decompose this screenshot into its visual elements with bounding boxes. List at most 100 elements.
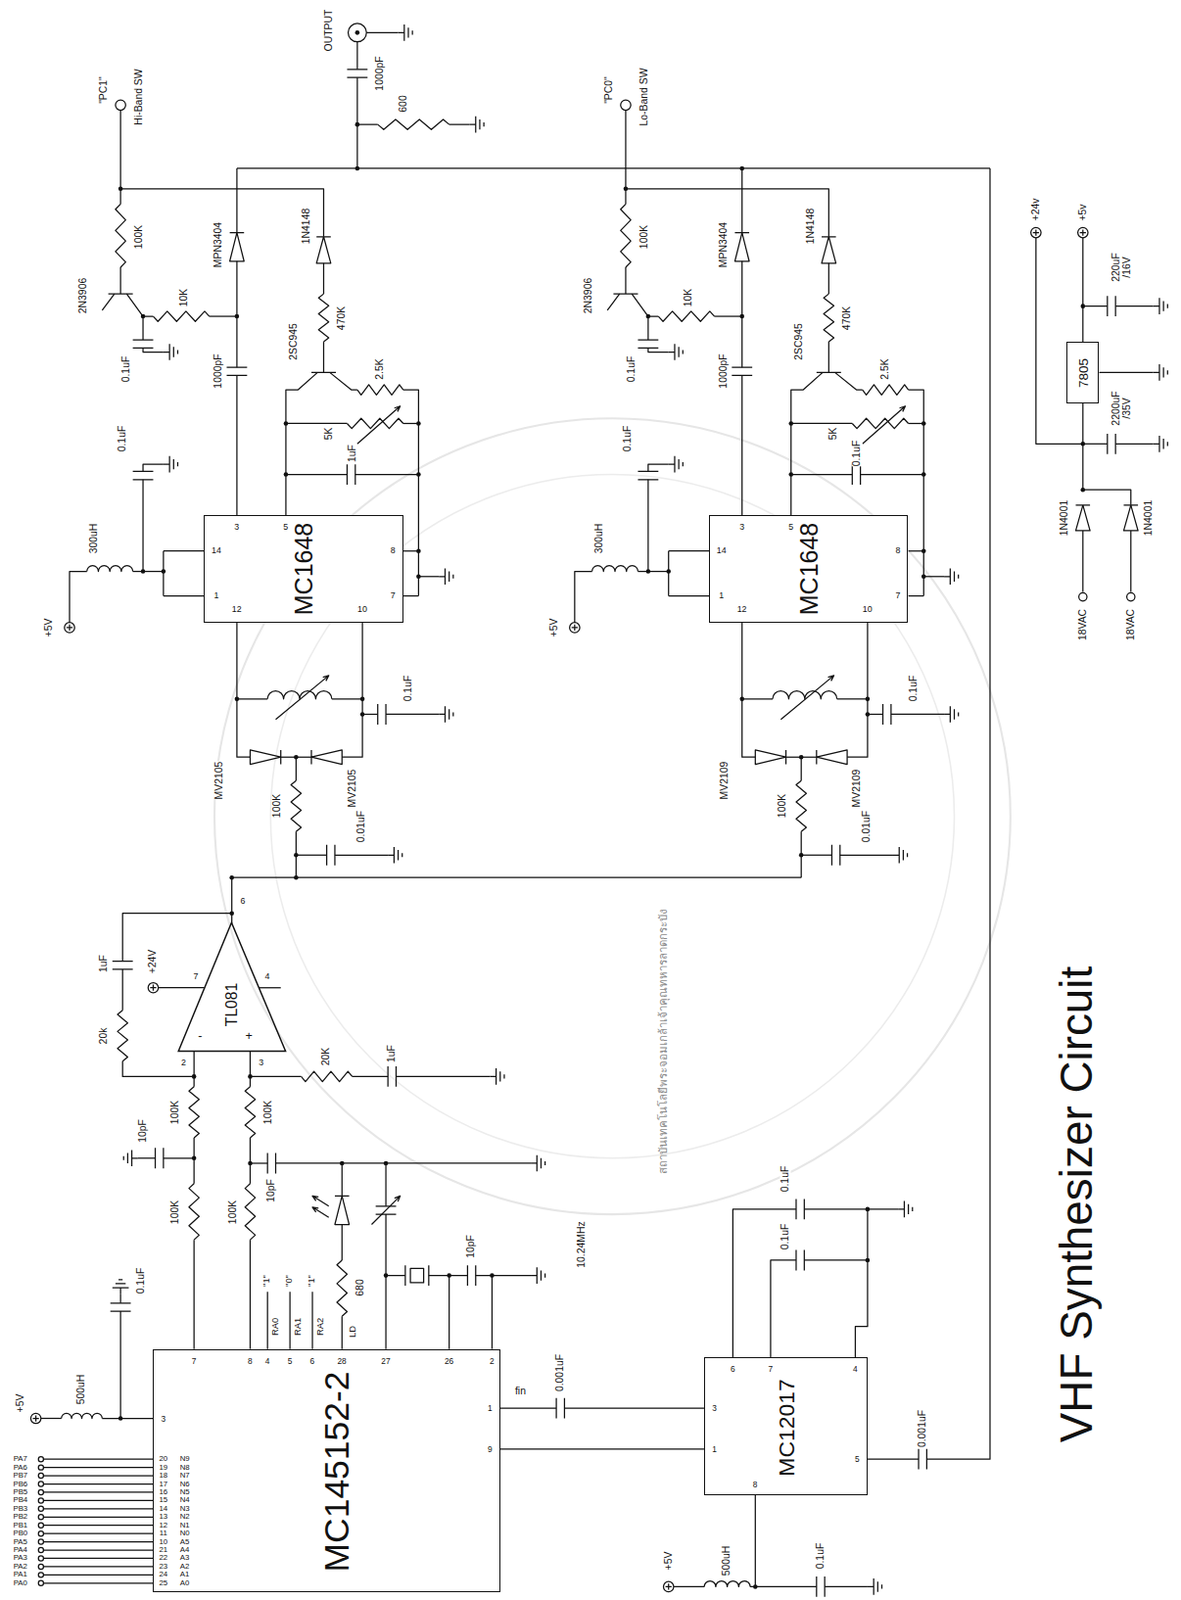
wire bbox=[44, 1574, 154, 1576]
power-terminal bbox=[1033, 229, 1040, 236]
wire bbox=[101, 293, 115, 311]
wire bbox=[44, 1582, 154, 1584]
component-label: 0.1uF bbox=[135, 1268, 146, 1295]
junction-dot bbox=[865, 711, 871, 717]
pin-label: 7 bbox=[767, 1365, 773, 1374]
pin-label: 6 bbox=[730, 1365, 736, 1374]
wire bbox=[1082, 530, 1084, 593]
component-label: 5K bbox=[323, 427, 334, 441]
component-label: 2N3906 bbox=[583, 278, 595, 314]
ground-symbol bbox=[470, 116, 485, 134]
wire bbox=[403, 550, 420, 552]
wire bbox=[193, 1050, 195, 1087]
component-label: +5V bbox=[662, 1552, 674, 1571]
diode-symbol bbox=[334, 1195, 350, 1225]
pin-label: 7 bbox=[193, 973, 199, 983]
component-label: 2200uF /35V bbox=[1111, 388, 1134, 428]
capacitor-symbol bbox=[637, 339, 659, 348]
ground-symbol bbox=[1153, 297, 1169, 315]
wire bbox=[142, 347, 164, 352]
wire bbox=[647, 316, 649, 340]
junction-dot bbox=[283, 421, 289, 426]
terminal bbox=[64, 622, 75, 633]
resistor-symbol bbox=[115, 203, 126, 268]
pin-label: 11 bbox=[159, 1529, 168, 1538]
resistor-symbol bbox=[377, 119, 450, 130]
pin-label: 18 bbox=[158, 1471, 168, 1480]
capacitor-symbol bbox=[816, 1576, 825, 1598]
capacitor-symbol bbox=[387, 1066, 396, 1087]
capacitor-symbol bbox=[1107, 295, 1116, 317]
wire bbox=[854, 1209, 868, 1358]
junction-dot bbox=[665, 568, 671, 574]
pin-label: 17 bbox=[158, 1479, 168, 1488]
power-terminal bbox=[32, 1415, 39, 1421]
wire bbox=[816, 372, 842, 374]
wire bbox=[101, 1417, 153, 1419]
pin-label: 14 bbox=[716, 546, 727, 556]
component-label: 2SC945 bbox=[793, 323, 804, 361]
wire bbox=[668, 550, 710, 552]
wire bbox=[341, 622, 363, 758]
junction-dot bbox=[383, 1161, 389, 1167]
wire bbox=[1082, 403, 1084, 491]
pin-label: 24 bbox=[158, 1570, 168, 1579]
pin-label: 8 bbox=[896, 546, 901, 556]
wire bbox=[276, 1162, 532, 1164]
component-label: OUTPUT bbox=[323, 9, 334, 52]
pin-label: PA3 bbox=[13, 1554, 28, 1562]
wire bbox=[750, 1586, 817, 1588]
wire bbox=[41, 1417, 62, 1419]
pin-label: N0 bbox=[180, 1529, 190, 1538]
wire bbox=[828, 341, 830, 373]
component-label: 680 bbox=[354, 1278, 366, 1296]
wire bbox=[249, 1162, 268, 1164]
pin-label: "0" bbox=[284, 1275, 295, 1287]
pin-label: 19 bbox=[158, 1464, 168, 1472]
component-label: 300uH bbox=[88, 523, 99, 555]
pin-label: 12 bbox=[232, 606, 242, 615]
varactor-symbol bbox=[755, 750, 786, 765]
junction-dot bbox=[161, 568, 167, 574]
pin-label: 4 bbox=[852, 1365, 858, 1374]
component-label: 1uF bbox=[98, 954, 110, 973]
inductor-symbol bbox=[592, 566, 639, 572]
wire bbox=[355, 473, 420, 475]
terminal bbox=[38, 1556, 44, 1561]
wire bbox=[500, 1407, 557, 1409]
wire bbox=[44, 1558, 154, 1559]
pin-label: N1 bbox=[180, 1521, 190, 1530]
wire bbox=[108, 292, 134, 294]
ground-symbol bbox=[123, 1149, 139, 1167]
terminal bbox=[38, 1457, 44, 1463]
pin-label: PA6 bbox=[13, 1464, 28, 1472]
wire bbox=[1083, 489, 1132, 506]
pin-label: 3 bbox=[739, 522, 745, 532]
junction-dot bbox=[865, 1207, 871, 1213]
capacitor-symbol bbox=[226, 367, 247, 376]
pin-label: 5 bbox=[854, 1455, 860, 1465]
component-label: 1000pF bbox=[374, 55, 385, 91]
wire bbox=[648, 347, 669, 352]
pin-label: A1 bbox=[180, 1570, 190, 1579]
ground-symbol bbox=[489, 1068, 505, 1086]
wire bbox=[44, 1533, 154, 1535]
wire bbox=[44, 1500, 154, 1502]
component-label: +5v bbox=[1077, 203, 1088, 221]
wire bbox=[323, 263, 325, 294]
wire bbox=[331, 698, 363, 700]
pin-label: 15 bbox=[158, 1496, 168, 1505]
wire bbox=[828, 263, 830, 294]
wire bbox=[44, 1516, 154, 1518]
component-label: 0.001uF bbox=[917, 1410, 929, 1448]
wire bbox=[574, 571, 593, 623]
wire bbox=[385, 1275, 406, 1276]
wire bbox=[362, 713, 378, 715]
component-label: 18VAC bbox=[1125, 609, 1136, 641]
junction-dot bbox=[229, 910, 235, 916]
component-label: 5K bbox=[828, 427, 840, 441]
pin-label: 1 bbox=[711, 1444, 717, 1454]
wire bbox=[385, 713, 439, 715]
adjust-arrow bbox=[276, 675, 330, 720]
terminal bbox=[1079, 592, 1087, 601]
